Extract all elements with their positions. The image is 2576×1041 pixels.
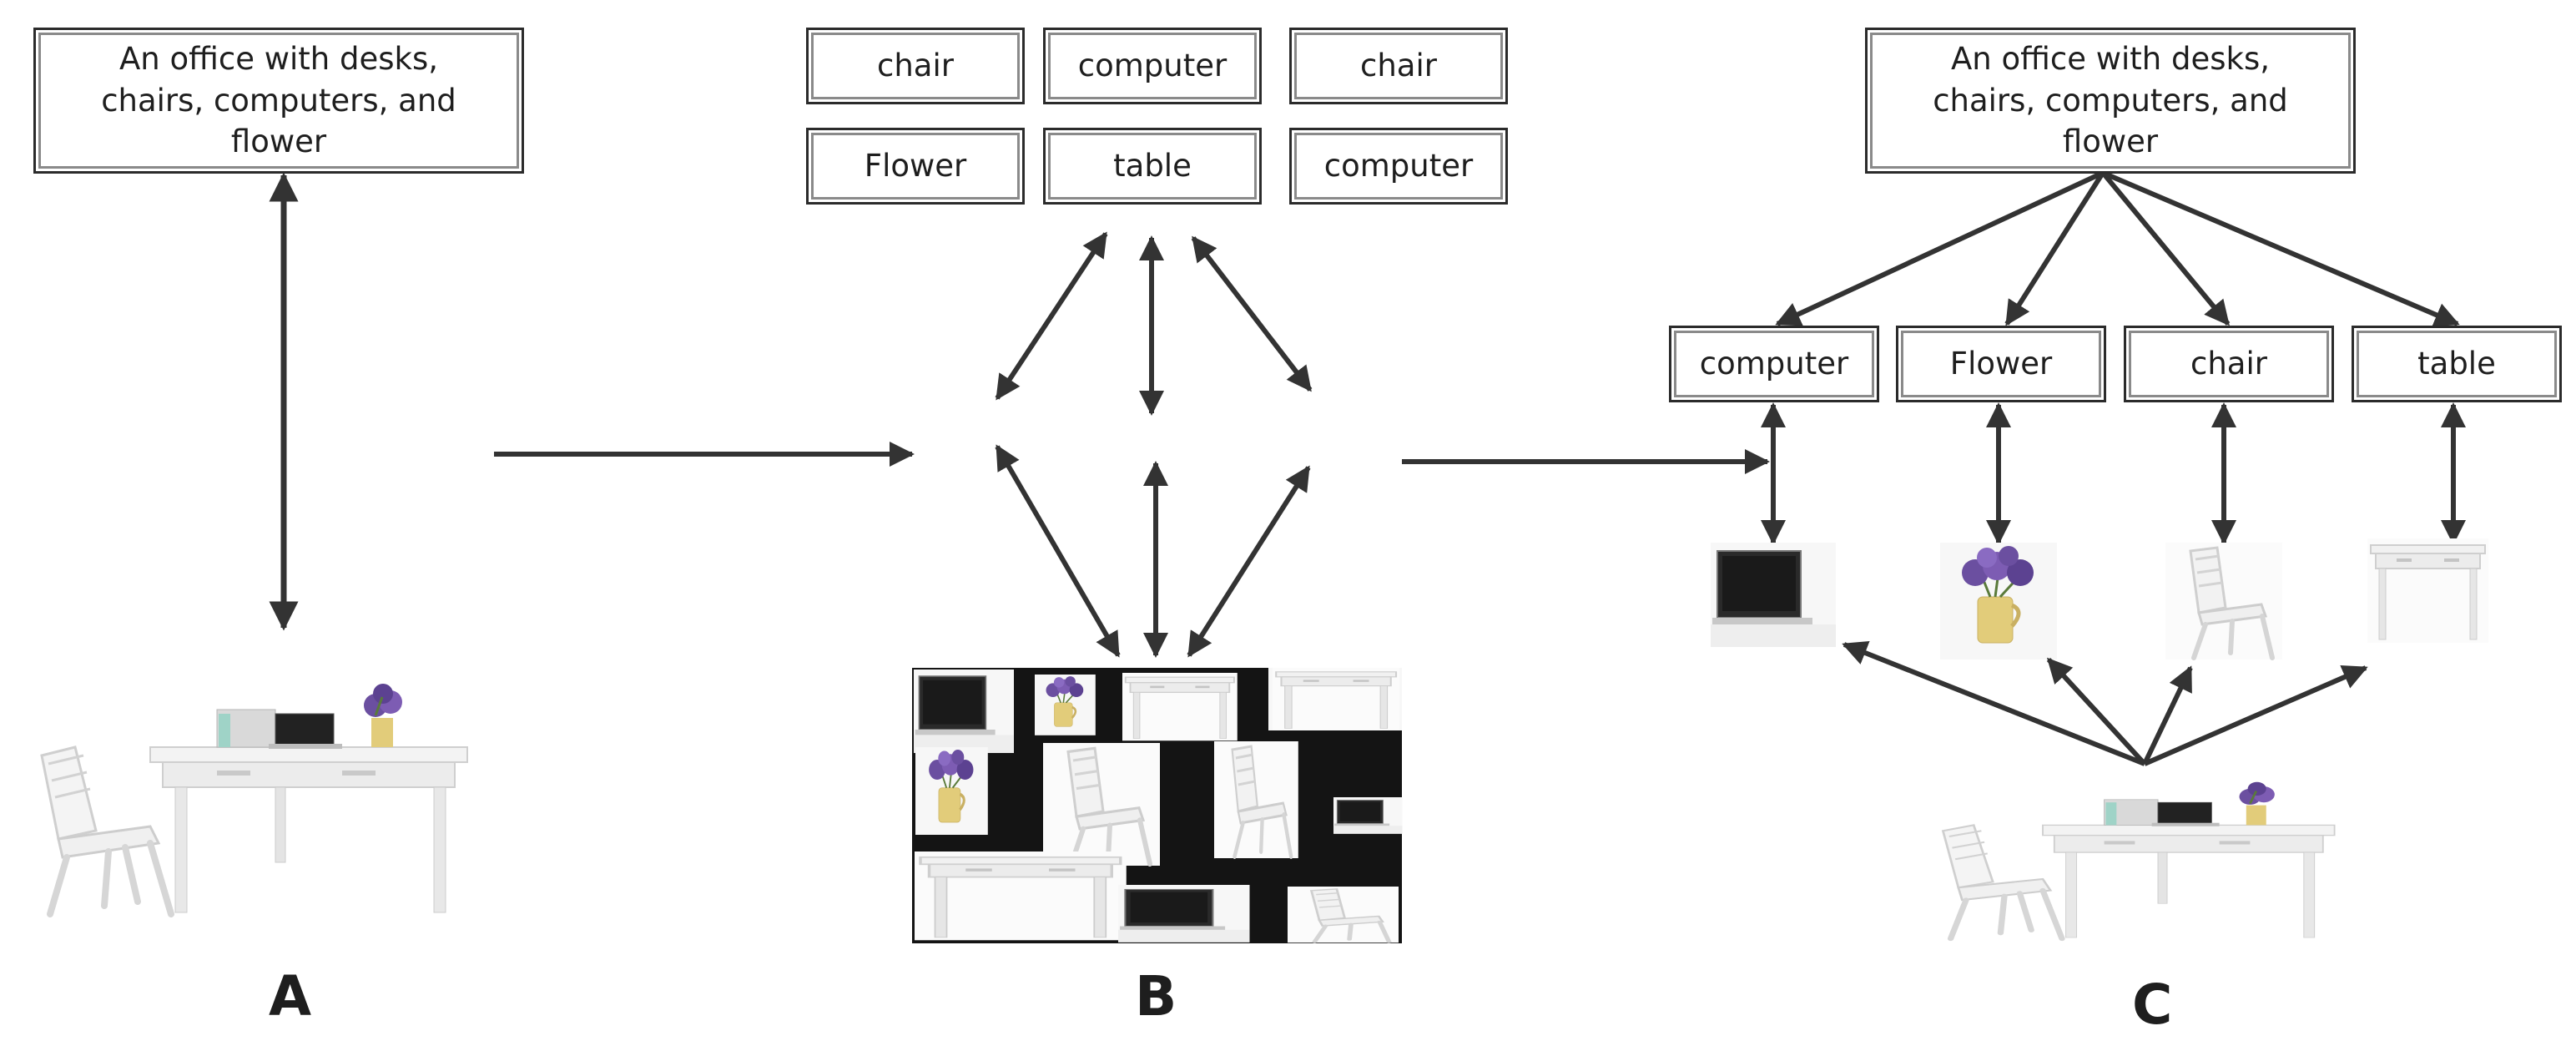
- c-arrow-scene-to-table: [2143, 665, 2368, 766]
- b-arrow-top-right: [1191, 235, 1313, 392]
- panel-b-label: B: [1135, 964, 1177, 1028]
- c-arrow-scene-to-flower: [2046, 657, 2147, 766]
- a-caption-box: An office with desks, chairs, computers,…: [33, 28, 524, 174]
- c-object-label: computer: [1699, 346, 1849, 382]
- c-object-label: table: [2417, 346, 2496, 382]
- panel-a-graphics: [42, 172, 915, 914]
- c-arrow-to-chair: [2100, 171, 2231, 326]
- b-object-box-6: computer: [1289, 128, 1508, 205]
- panel-b-graphics: [912, 231, 1770, 943]
- c-arrow-to-flower: [2004, 171, 2105, 326]
- c-arrow-scene-to-chair: [2142, 665, 2193, 766]
- b-arrow-bottom-left: [995, 444, 1121, 658]
- b-object-label: Flower: [864, 148, 967, 184]
- c-arrow-to-table: [2101, 170, 2460, 327]
- b-arrow-top-left: [995, 231, 1108, 401]
- b-object-box-1: chair: [806, 28, 1025, 104]
- b-object-box-2: computer: [1043, 28, 1262, 104]
- c-flower-crop-image: [1940, 543, 2057, 659]
- b-object-box-4: Flower: [806, 128, 1025, 205]
- c-arrow-to-computer: [1775, 170, 2105, 326]
- c-office-scene-image: [1943, 782, 2334, 939]
- b-object-label: computer: [1077, 48, 1228, 84]
- c-object-box-1: computer: [1669, 326, 1879, 402]
- b-object-label: computer: [1323, 148, 1474, 184]
- c-caption-box: An office with desks, chairs, computers,…: [1865, 28, 2356, 174]
- c-arrow-scene-to-computer: [1842, 641, 2146, 766]
- panel-a-label: A: [269, 964, 312, 1028]
- b-object-box-5: table: [1043, 128, 1262, 205]
- panel-c-label: C: [2132, 973, 2173, 1037]
- c-computer-crop-image: [1710, 542, 1837, 648]
- c-object-box-2: Flower: [1896, 326, 2106, 402]
- a-office-scene-image: [42, 684, 467, 914]
- c-table-crop-image: [2367, 538, 2489, 644]
- c-object-box-4: table: [2352, 326, 2562, 402]
- panel-c-graphics: [1710, 170, 2489, 939]
- b-object-label: chair: [1360, 48, 1437, 84]
- b-patch-mosaic-image: [912, 666, 1404, 943]
- c-object-label: chair: [2190, 346, 2267, 382]
- a-caption-text: An office with desks, chairs, computers,…: [101, 40, 456, 160]
- b-object-label: table: [1113, 148, 1192, 184]
- c-chair-crop-image: [2165, 543, 2282, 659]
- c-caption-text: An office with desks, chairs, computers,…: [1933, 40, 2288, 160]
- b-object-label: chair: [877, 48, 954, 84]
- c-object-label: Flower: [1949, 346, 2053, 382]
- c-object-box-3: chair: [2124, 326, 2334, 402]
- b-object-box-3: chair: [1289, 28, 1508, 104]
- b-arrow-bottom-right: [1187, 465, 1311, 658]
